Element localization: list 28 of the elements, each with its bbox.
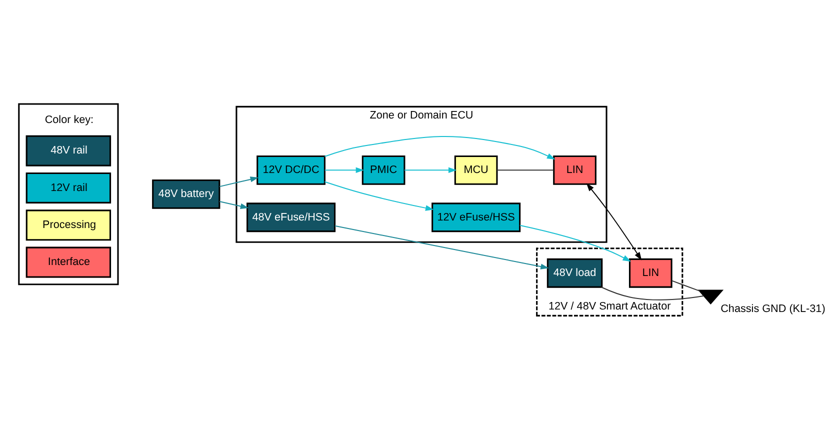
legend-label: Interface [48, 256, 90, 268]
connector [601, 286, 704, 300]
connector [672, 280, 700, 292]
arrow [586, 182, 642, 260]
node-box: 48V load [546, 258, 603, 288]
arrow [520, 224, 631, 262]
arrow [324, 180, 434, 210]
node-box: 12V DC/DC [256, 154, 326, 184]
node-box: PMIC [362, 154, 406, 184]
connector [496, 169, 554, 170]
arrow [404, 166, 457, 173]
arrow [324, 166, 364, 173]
node-box: 48V battery [152, 178, 220, 208]
node-box: 48V eFuse/HSS [246, 202, 336, 232]
node-box: 12V eFuse/HSS [432, 202, 521, 232]
arrow [334, 224, 549, 269]
arrow [324, 135, 556, 159]
label: Color key: [44, 114, 94, 126]
node-box: LIN [628, 258, 672, 288]
node-label: Chassis GND (KL-31) [720, 302, 826, 314]
arrow [220, 200, 249, 209]
legend-label: 12V rail [50, 181, 88, 194]
arrow [220, 176, 259, 187]
legend-label: Processing [42, 218, 96, 230]
legend-label: 48V rail [50, 144, 88, 156]
node-triangle [698, 289, 724, 304]
node-box: MCU [454, 154, 498, 184]
node-box: LIN [553, 154, 596, 184]
